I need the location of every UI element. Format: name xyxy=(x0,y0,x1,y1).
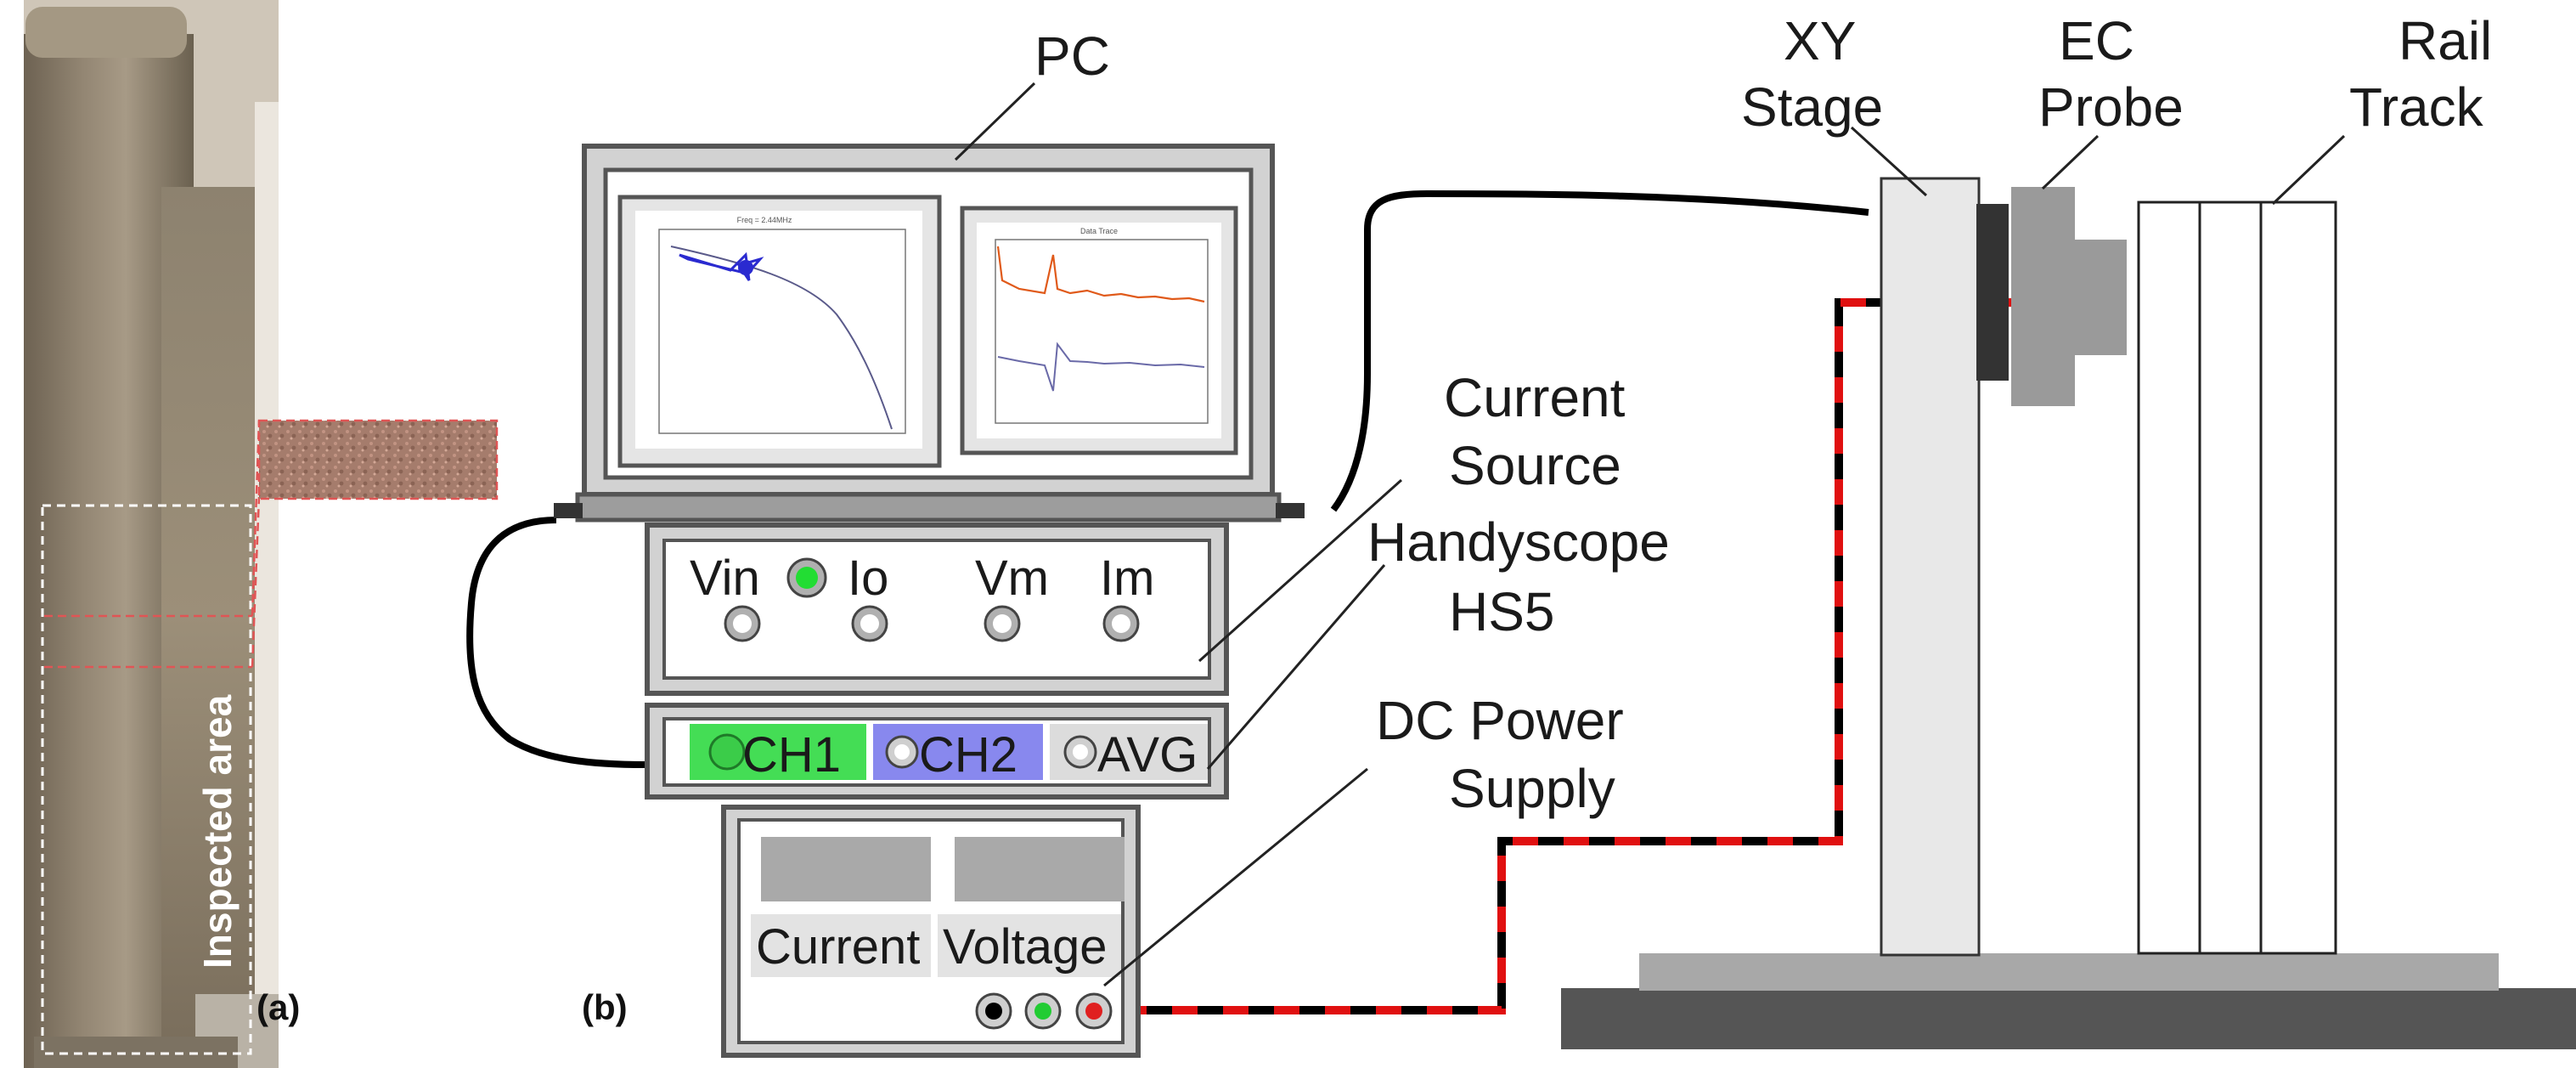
base-bottom xyxy=(1561,988,2576,1049)
knob-label-vin: Vin xyxy=(690,551,760,606)
power-supply-leader xyxy=(1103,767,1368,987)
inspected-area-label: Inspected area xyxy=(195,694,240,969)
ec-probe-label-1: EC xyxy=(2059,10,2134,71)
xy-stage-label-1: XY xyxy=(1784,10,1856,71)
channel-ch2-label: CH2 xyxy=(919,727,1017,783)
pc-stage-cable xyxy=(1330,189,1869,512)
knob-io[interactable] xyxy=(851,605,888,642)
impedance-curve xyxy=(670,246,893,430)
current-display xyxy=(761,837,931,901)
pc-base xyxy=(575,492,1282,523)
power-supply-label-2: Supply xyxy=(1449,758,1615,819)
rail-track-leader xyxy=(2271,134,2346,206)
terminal-red[interactable] xyxy=(1075,992,1113,1030)
trace-blue xyxy=(997,342,1205,392)
xy-stage-leader xyxy=(1850,126,1928,197)
ec-probe-leader xyxy=(2041,134,2100,190)
pc: Freq = 2.44MHz Data Trace xyxy=(554,144,1305,523)
trace-red xyxy=(996,246,1205,303)
terminal-black[interactable] xyxy=(975,992,1012,1030)
channel-ch1[interactable]: CH1 xyxy=(690,724,866,783)
knob-im[interactable] xyxy=(1102,605,1140,642)
pc-plot-right-title: Data Trace xyxy=(1080,227,1118,235)
rail-track xyxy=(2137,201,2337,955)
panel-a-label: (a) xyxy=(256,987,300,1027)
knob-vm[interactable] xyxy=(984,605,1021,642)
terminal-green[interactable] xyxy=(1024,992,1062,1030)
handyscope-label-1: Handyscope xyxy=(1367,511,1670,573)
xy-stage[interactable] xyxy=(1880,177,1981,957)
knob-label-im: Im xyxy=(1100,551,1154,606)
channel-avg-label: AVG xyxy=(1097,727,1198,783)
current-source-label-2: Source xyxy=(1449,435,1621,496)
current-source: Vin Io Vm Im xyxy=(645,523,1229,696)
rail-photo xyxy=(24,0,279,1068)
pc-label: PC xyxy=(1034,25,1110,87)
base-top xyxy=(1639,953,2499,991)
inspected-area-box xyxy=(41,504,252,1055)
channel-ch2[interactable]: CH2 xyxy=(873,724,1043,783)
channel-avg[interactable]: AVG xyxy=(1050,724,1208,783)
handyscope: CH1 CH2 AVG xyxy=(645,703,1229,800)
knob-label-io: Io xyxy=(848,551,888,606)
voltage-display-label: Voltage xyxy=(943,919,1108,975)
voltage-display xyxy=(955,837,1125,901)
pc-port-left xyxy=(554,503,583,518)
knob-label-vm: Vm xyxy=(975,551,1049,606)
zoom-inset xyxy=(259,421,497,499)
handyscope-label-2: HS5 xyxy=(1449,581,1555,642)
current-source-leader xyxy=(1198,478,1403,663)
ec-probe-label-2: Probe xyxy=(2038,76,2184,138)
probe-cable xyxy=(1121,298,2038,1014)
rail-track-label-1: Rail xyxy=(2398,10,2492,71)
panel-b-label: (b) xyxy=(582,987,628,1027)
zoom-line-bottom xyxy=(251,496,261,668)
ec-probe[interactable] xyxy=(1976,187,2127,406)
knob-vin[interactable] xyxy=(724,605,761,642)
zoom-inset-border xyxy=(257,419,499,500)
xy-stage-label-2: Stage xyxy=(1741,76,1883,138)
handyscope-leader xyxy=(1206,564,1386,770)
pc-port-right xyxy=(1276,503,1305,518)
channel-ch1-label: CH1 xyxy=(742,727,841,783)
knob-active[interactable] xyxy=(786,557,827,598)
power-supply-label-1: DC Power xyxy=(1376,690,1624,751)
pc-leader xyxy=(954,82,1036,161)
rail-track-label-2: Track xyxy=(2349,76,2484,138)
scope-cable xyxy=(466,517,646,768)
zoom-line-top xyxy=(251,420,261,617)
current-display-label: Current xyxy=(756,919,920,975)
dc-power-supply: Current Voltage xyxy=(721,805,1141,1058)
pc-plot-left-title: Freq = 2.44MHz xyxy=(737,216,792,224)
current-source-label-1: Current xyxy=(1444,367,1626,428)
